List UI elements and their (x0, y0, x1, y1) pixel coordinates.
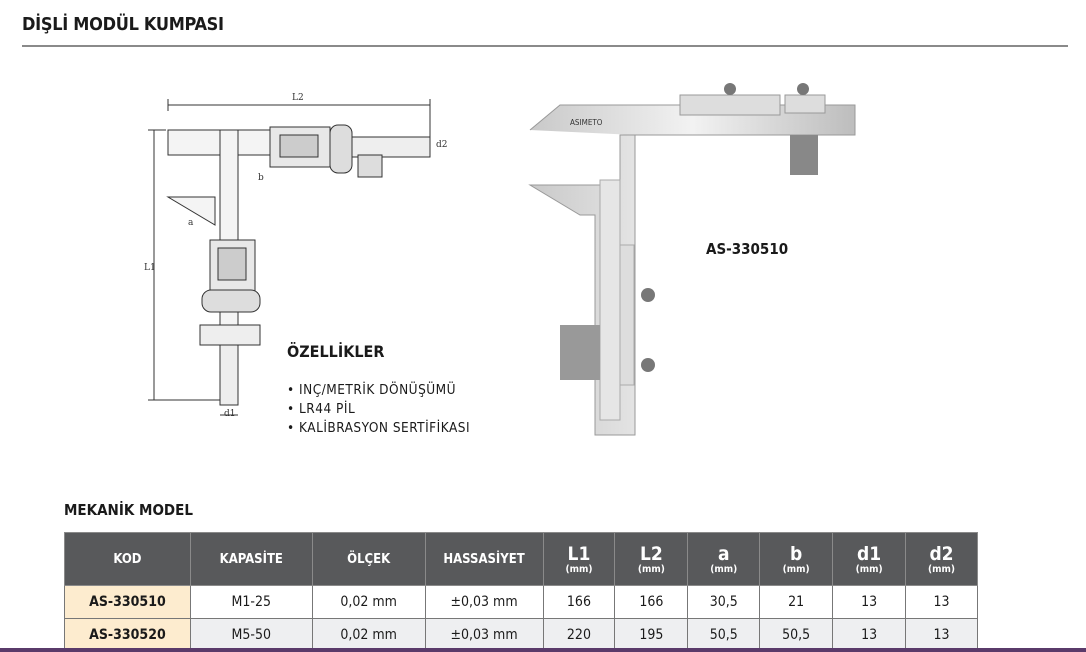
page-title: DİŞLİ MODÜL KUMPASI (22, 14, 224, 35)
table-header-row: KOD KAPASİTE ÖLÇEK HASSASİYET L1(mm) L2(… (64, 532, 978, 586)
cell: 21 (759, 585, 834, 619)
cell: ±0,03 mm (424, 618, 544, 652)
cell: M5-50 (189, 618, 313, 652)
cell: 195 (614, 618, 689, 652)
cell: 0,02 mm (311, 585, 426, 619)
cell-code: AS-330520 (64, 618, 191, 652)
col-header: a(mm) (687, 532, 761, 586)
feature-item: LR44 PİL (287, 400, 470, 419)
dim-d2: d2 (436, 140, 448, 150)
cell: ±0,03 mm (424, 585, 544, 619)
dim-l2: L2 (292, 93, 304, 103)
dim-a: a (188, 218, 194, 228)
cell: 220 (542, 618, 616, 652)
cell: 166 (614, 585, 689, 619)
col-header: L1(mm) (542, 532, 616, 586)
col-header: KOD (64, 532, 191, 586)
dim-d1: d1 (224, 409, 236, 419)
col-header: KAPASİTE (189, 532, 313, 586)
dim-l1: L1 (144, 263, 156, 273)
cell: 13 (905, 585, 978, 619)
col-header: d1(mm) (832, 532, 907, 586)
cell: 166 (542, 585, 616, 619)
cell: 0,02 mm (311, 618, 426, 652)
model-code-label: AS-330510 (706, 240, 789, 258)
table-row: AS-330520 M5-50 0,02 mm ±0,03 mm 220 195… (64, 618, 978, 652)
brand-logo: ASIMETO (570, 118, 603, 127)
caliper-technical-drawing: L2 L1 a b d1 d2 (144, 93, 448, 419)
col-header: b(mm) (759, 532, 834, 586)
cell: 30,5 (687, 585, 761, 619)
table-row: AS-330510 M1-25 0,02 mm ±0,03 mm 166 166… (64, 585, 978, 619)
cell: 13 (832, 618, 907, 652)
table-title: MEKANİK MODEL (64, 501, 193, 519)
cell: 50,5 (687, 618, 761, 652)
dim-b: b (258, 173, 264, 183)
bottom-color-bar (0, 648, 1086, 652)
title-divider (22, 45, 1068, 47)
col-header: HASSASİYET (424, 532, 544, 586)
features-heading: ÖZELLİKLER (287, 342, 385, 361)
cell: 13 (905, 618, 978, 652)
col-header: ÖLÇEK (311, 532, 426, 586)
col-header: L2(mm) (614, 532, 689, 586)
feature-item: INÇ/METRİK DÖNÜŞÜMÜ (287, 381, 470, 400)
feature-item: KALİBRASYON SERTİFİKASI (287, 419, 470, 438)
spec-table: KOD KAPASİTE ÖLÇEK HASSASİYET L1(mm) L2(… (64, 532, 978, 652)
col-header: d2(mm) (905, 532, 978, 586)
cell-code: AS-330510 (64, 585, 191, 619)
features-list: INÇ/METRİK DÖNÜŞÜMÜ LR44 PİL KALİBRASYON… (287, 381, 470, 438)
caliper-photo: ASIMETO (528, 83, 856, 436)
cell: 13 (832, 585, 907, 619)
cell: 50,5 (759, 618, 834, 652)
cell: M1-25 (189, 585, 313, 619)
